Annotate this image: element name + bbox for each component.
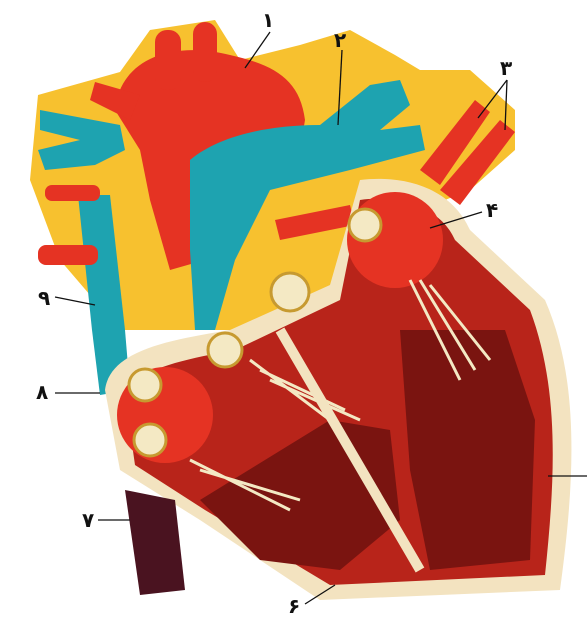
label-7: ۷ xyxy=(82,510,94,530)
valve-pulmonary xyxy=(208,333,242,367)
valve-aortic xyxy=(271,273,309,311)
valve-lower-ra xyxy=(134,424,166,456)
aorta-branch-2 xyxy=(193,22,217,82)
small-vessel-left xyxy=(38,245,98,265)
valve-mitral xyxy=(349,209,381,241)
label-8: ۸ xyxy=(36,382,48,402)
small-vessel-left-2 xyxy=(45,185,100,201)
label-6: ۶ xyxy=(288,596,300,616)
label-3: ۳ xyxy=(500,58,512,78)
label-1: ۱ xyxy=(262,10,274,30)
valve-tricuspid xyxy=(129,369,161,401)
aorta-branch-1 xyxy=(155,30,181,90)
label-2: ۲ xyxy=(334,30,346,50)
inferior-vena-cava xyxy=(125,490,185,595)
label-4: ۴ xyxy=(486,200,498,220)
label-9: ۹ xyxy=(38,288,50,308)
